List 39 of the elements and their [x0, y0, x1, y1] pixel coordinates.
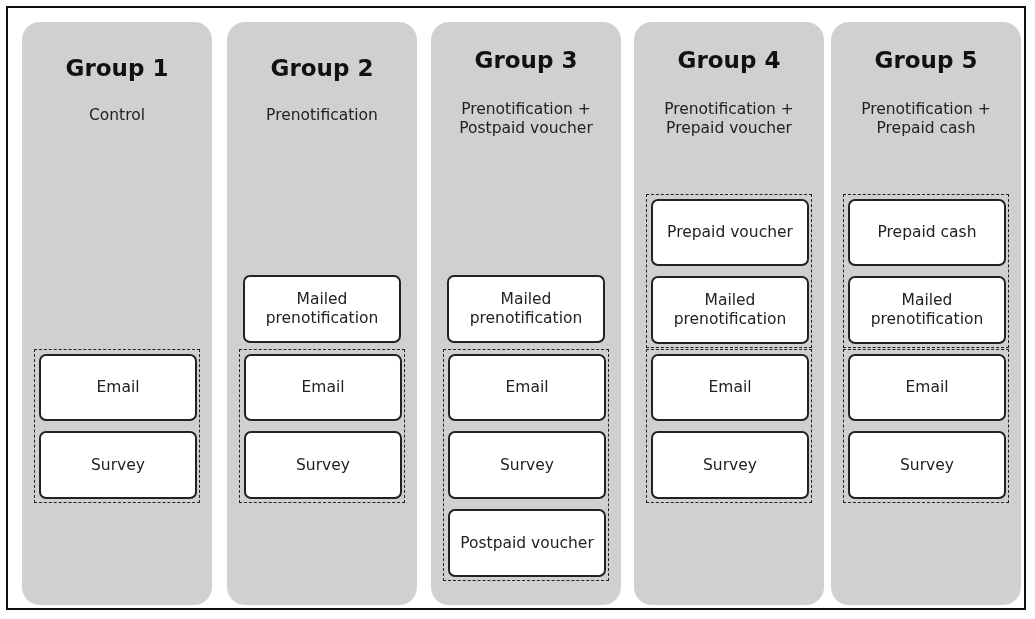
step-box: Email	[39, 354, 197, 421]
step-box: Postpaid voucher	[448, 509, 606, 577]
step-box: Survey	[244, 431, 402, 499]
group-heading: Group 5	[873, 47, 979, 73]
group-subtitle: Prenotification + Postpaid voucher	[458, 100, 594, 139]
step-box: Mailed prenotification	[243, 275, 401, 343]
step-box: Email	[848, 354, 1006, 421]
group-heading: Group 4	[676, 47, 782, 73]
step-box: Email	[448, 354, 606, 421]
dashed-group-outline	[843, 194, 1009, 348]
group-column	[22, 22, 212, 605]
step-box: Prepaid cash	[848, 199, 1006, 266]
dashed-group-outline	[843, 349, 1009, 503]
step-box: Survey	[651, 431, 809, 499]
group-column	[831, 22, 1021, 605]
group-subtitle: Prenotification + Prepaid cash	[860, 100, 992, 139]
step-box: Email	[651, 354, 809, 421]
group-heading: Group 1	[64, 55, 170, 81]
group-column	[431, 22, 621, 605]
step-box: Mailed prenotification	[651, 276, 809, 344]
step-box: Survey	[848, 431, 1006, 499]
step-box: Email	[244, 354, 402, 421]
group-subtitle: Prenotification + Prepaid voucher	[663, 100, 795, 139]
step-box: Prepaid voucher	[651, 199, 809, 266]
dashed-group-outline	[646, 349, 812, 503]
dashed-group-outline	[646, 194, 812, 348]
group-heading: Group 3	[473, 47, 579, 73]
dashed-group-outline	[443, 349, 609, 581]
dashed-group-outline	[34, 349, 200, 503]
step-box: Mailed prenotification	[848, 276, 1006, 344]
step-box: Mailed prenotification	[447, 275, 605, 343]
step-box: Survey	[448, 431, 606, 499]
group-column	[634, 22, 824, 605]
group-subtitle: Control	[88, 106, 146, 126]
dashed-group-outline	[239, 349, 405, 503]
group-subtitle: Prenotification	[265, 106, 379, 126]
step-box: Survey	[39, 431, 197, 499]
group-column	[227, 22, 417, 605]
group-heading: Group 2	[269, 55, 375, 81]
